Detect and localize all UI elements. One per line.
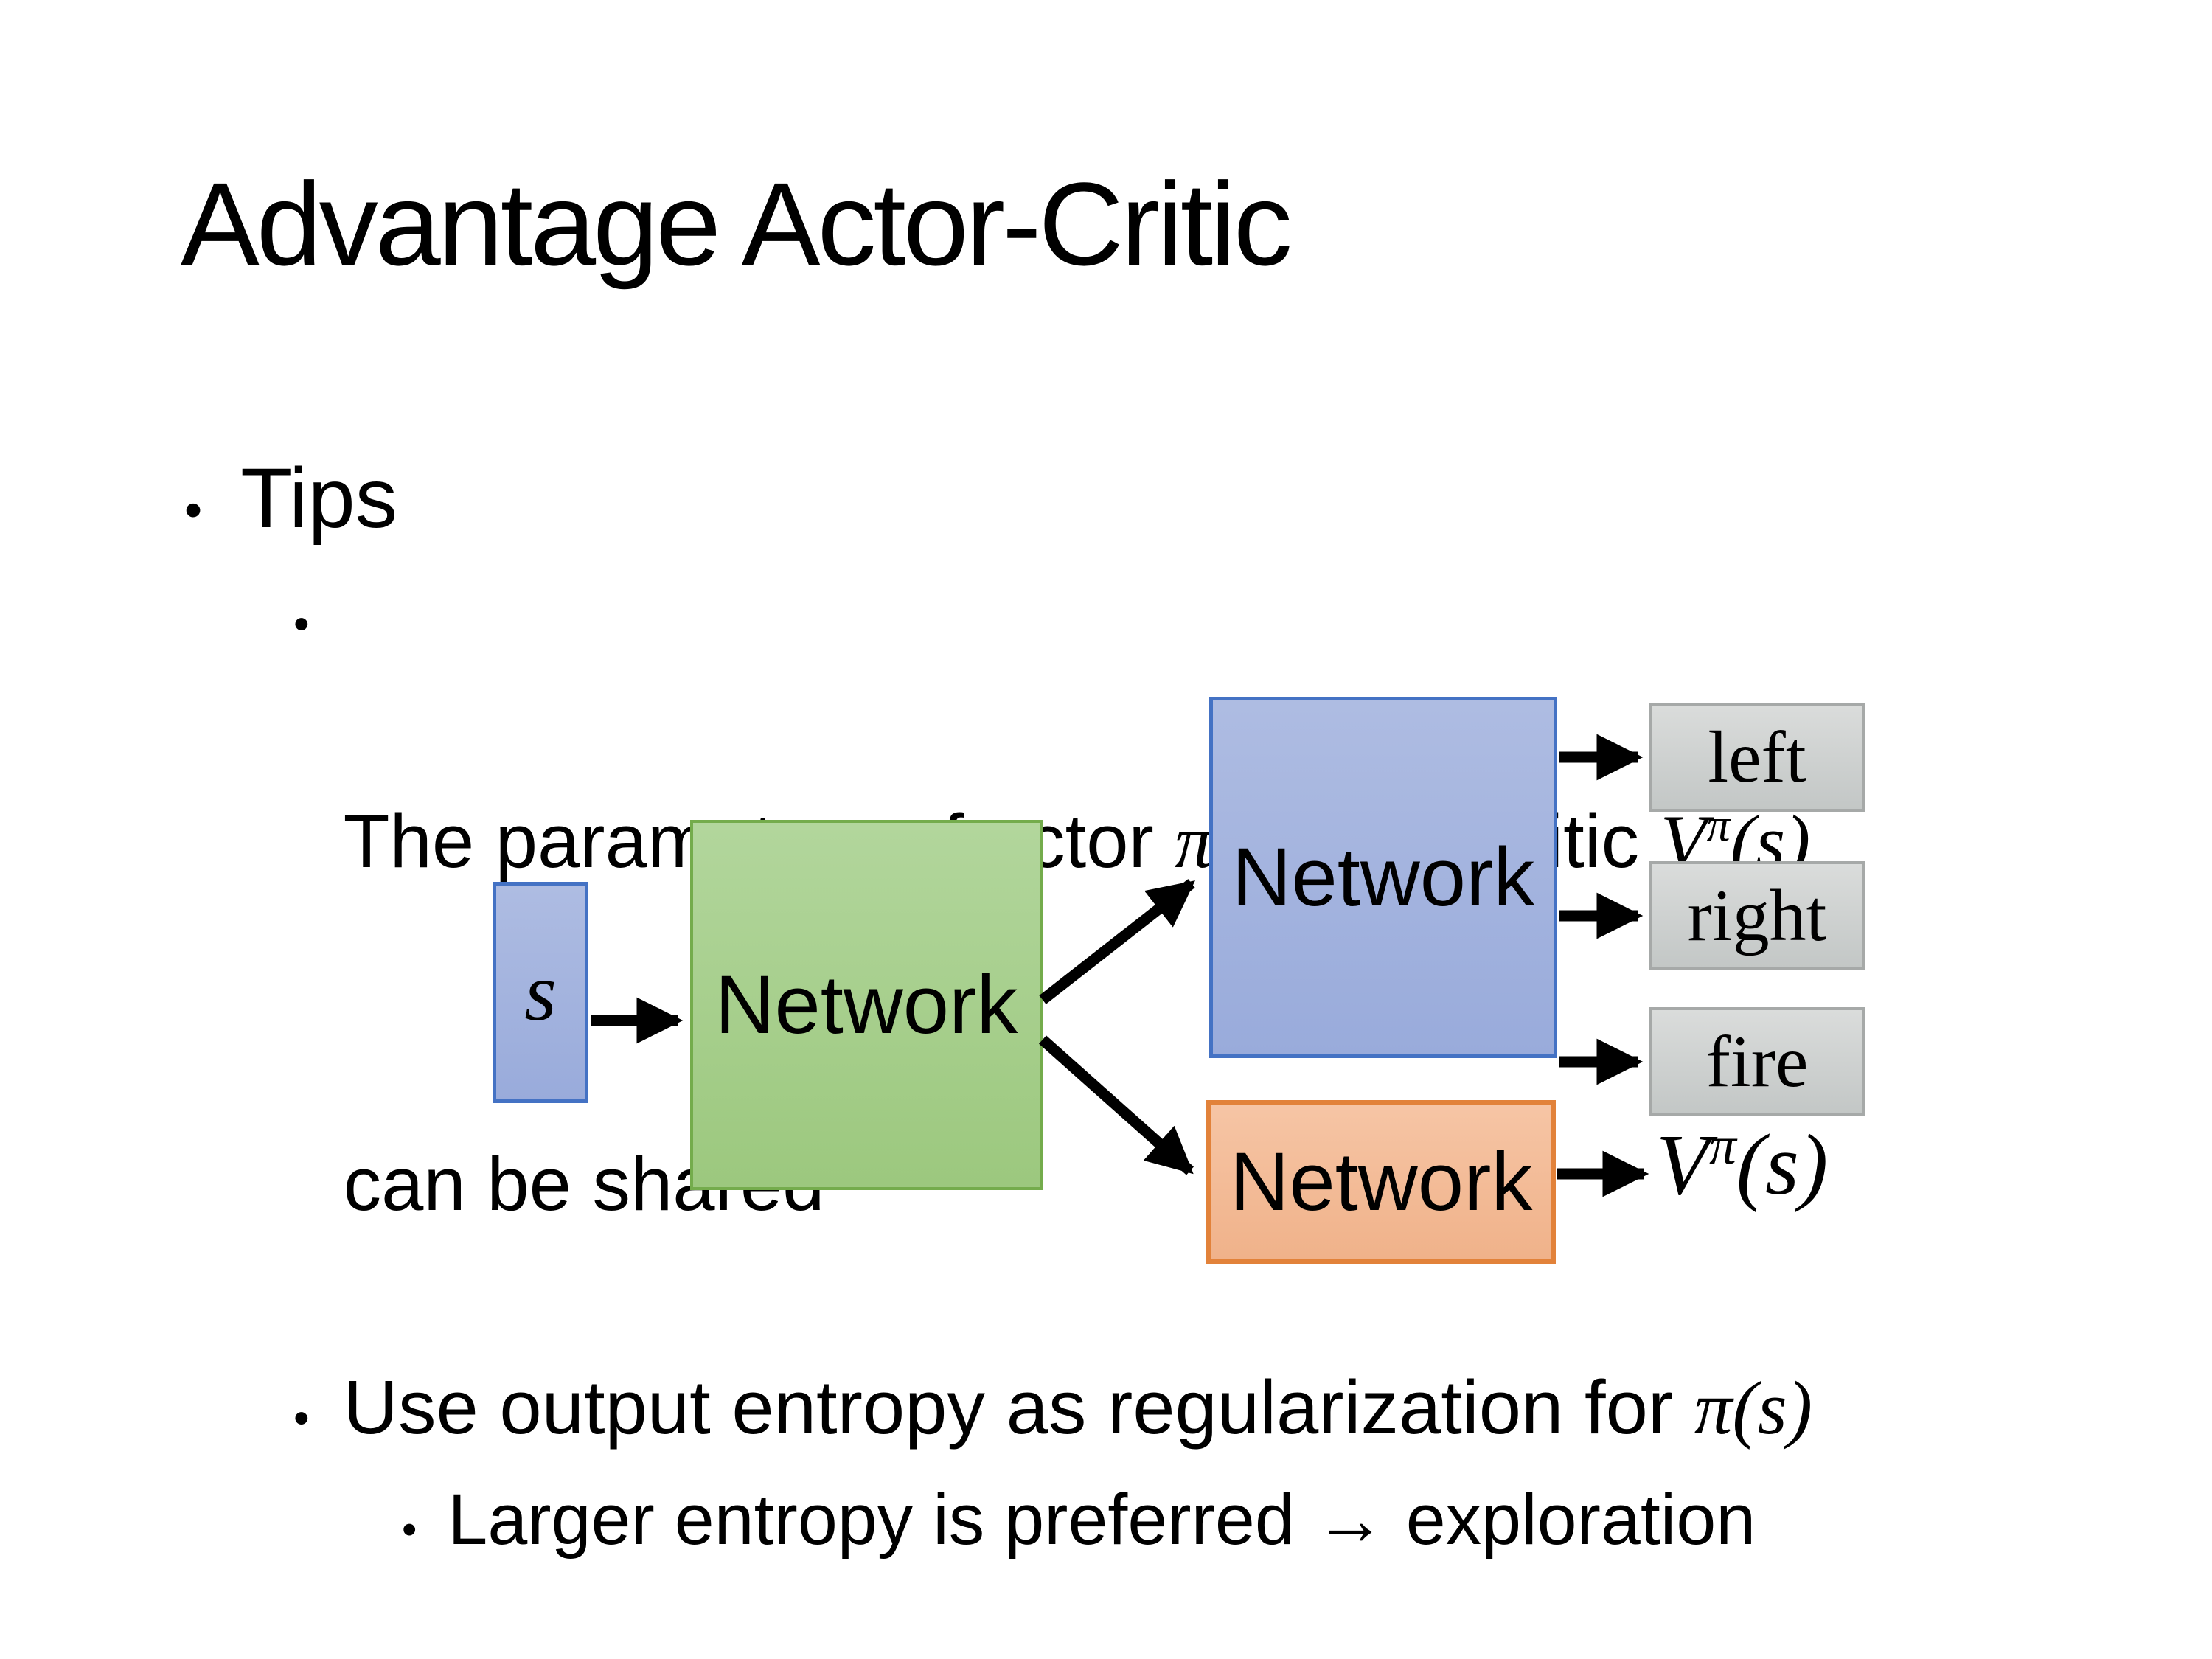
action-fire-label: fire [1705,1020,1809,1102]
action-fire-box: fire [1649,1007,1865,1116]
actor-network-label: Network [1231,831,1535,923]
value-sup-pi: π [1709,1116,1736,1176]
critic-network-label: Network [1229,1135,1533,1228]
bullet-tips: • Tips [184,446,397,552]
action-left-box: left [1649,703,1865,812]
value-base: V [1656,1116,1710,1213]
value-args: (s) [1736,1116,1829,1213]
bullet-dot: • [293,599,310,650]
bullet-entropy-reg: • Use output entropy as regularization f… [293,1351,1812,1466]
action-right-label: right [1687,874,1827,956]
bullet-dot: • [184,481,203,538]
shared-network-box: Network [690,820,1043,1190]
bullet-dot: • [293,1393,310,1444]
entropy-pre: Use output entropy as regularization for [343,1365,1694,1450]
bullet-dot: • [402,1506,417,1554]
bullet-larger-entropy: • Larger entropy is preferred → explorat… [402,1475,1756,1564]
critic-network-box: Network [1206,1100,1556,1264]
shared-params-line2: can be shared [343,1141,825,1226]
action-left-label: left [1708,716,1806,798]
entropy-pi-math: π(s) [1694,1366,1813,1450]
larger-entropy-label: Larger entropy is preferred → exploratio… [448,1479,1756,1559]
actor-network-box: Network [1209,697,1557,1058]
tips-label: Tips [240,451,398,546]
action-right-box: right [1649,861,1865,970]
entropy-reg-text: Use output entropy as regularization for… [344,1351,1812,1466]
state-label: s [524,947,557,1038]
value-output: Vπ(s) [1656,1115,1828,1215]
page-title: Advantage Actor-Critic [181,158,1293,290]
state-input-box: s [493,882,588,1103]
shared-network-label: Network [714,959,1018,1051]
